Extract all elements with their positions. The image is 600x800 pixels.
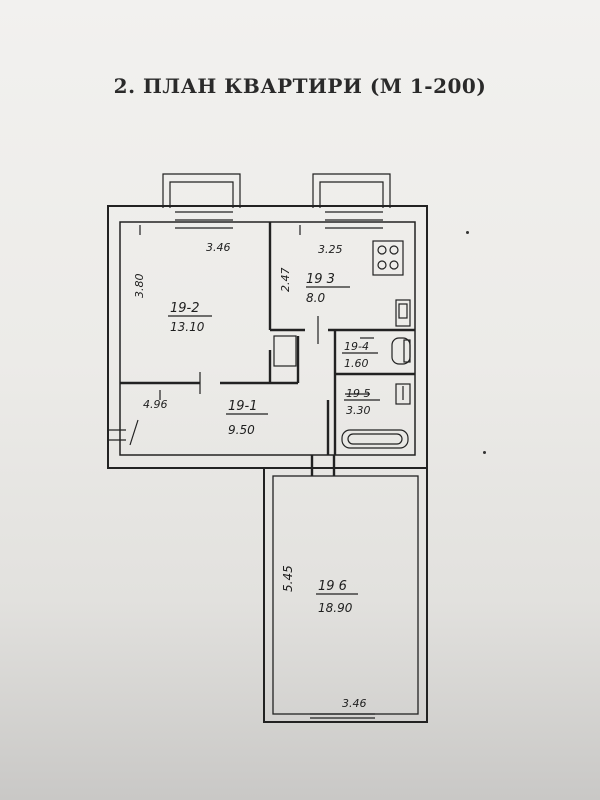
room-6-walls <box>263 455 428 723</box>
room-5-area: 3.30 <box>346 404 371 417</box>
room-5-number: 19 5 <box>346 387 371 400</box>
dim-room-2-depth: 3.80 <box>133 274 146 299</box>
room-2-area: 13.10 <box>170 320 205 334</box>
room-6-number: 19 6 <box>318 579 347 594</box>
room-2-number: 19-2 <box>170 301 200 316</box>
dim-kitchen-depth: 2.47 <box>279 268 292 293</box>
washbasin-icon <box>395 383 411 405</box>
dim-hall-length: 4.96 <box>143 398 168 411</box>
stove-icon <box>372 240 404 276</box>
room-1-area: 9.50 <box>228 423 255 437</box>
wall-marks <box>139 225 374 395</box>
balcony-left <box>162 173 241 229</box>
toilet-icon <box>391 337 411 365</box>
room-3-area: 8.0 <box>306 291 325 305</box>
bathtub-icon <box>341 429 409 449</box>
paper-speck <box>483 451 486 454</box>
dim-kitchen-width: 3.25 <box>318 243 343 256</box>
room-3-number: 19 3 <box>306 272 335 287</box>
outer-walls <box>107 205 428 469</box>
dim-room-6-depth: 5.45 <box>281 565 295 592</box>
dim-room-2-width: 3.46 <box>206 241 231 254</box>
interior-walls <box>108 222 415 455</box>
room-1-number: 19-1 <box>228 399 258 414</box>
sink-icon <box>395 299 411 327</box>
paper-speck <box>466 231 469 234</box>
room-6-area: 18.90 <box>318 601 353 615</box>
plan-title: 2. ПЛАН КВАРТИРИ (М 1-200) <box>113 74 487 98</box>
dim-room-6-width: 3.46 <box>342 697 367 710</box>
room-4-number: 19-4 <box>344 340 369 353</box>
balcony-right <box>312 173 391 229</box>
room-4-area: 1.60 <box>344 357 369 370</box>
